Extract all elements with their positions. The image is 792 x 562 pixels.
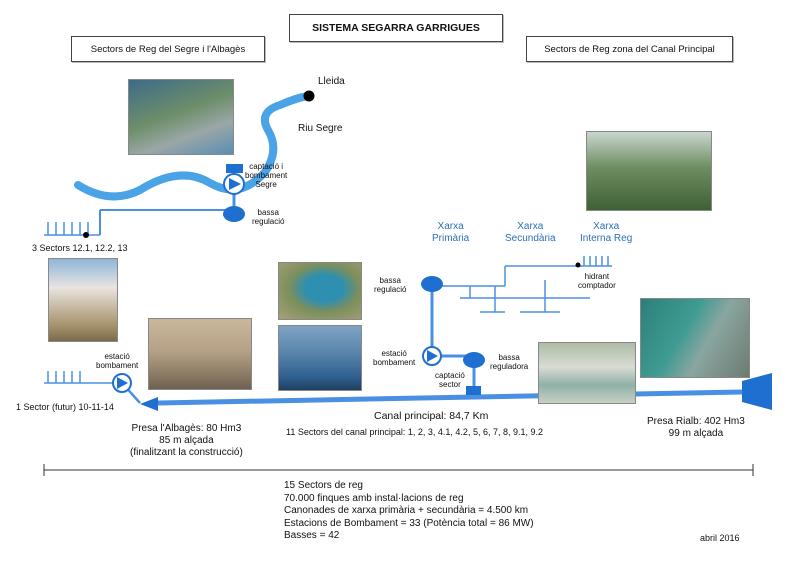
- photo-pumping-station: [128, 79, 234, 155]
- bassa-regulacio-mid-label: bassa regulació: [374, 276, 407, 294]
- reservoir-icon: [421, 276, 443, 292]
- river-segre: [74, 92, 312, 201]
- sector-comb-icon: [47, 222, 89, 235]
- rialb-arrow: [742, 373, 772, 410]
- city-lleida-label: Lleida: [318, 76, 345, 87]
- canal-sectors: 11 Sectors del canal principal: 1, 2, 3,…: [286, 427, 543, 437]
- captacio-segre-label: captació i bombament Segre: [245, 162, 288, 189]
- main-canal: [157, 389, 743, 406]
- captacio-sector-label: captació sector: [435, 371, 465, 389]
- estacio-bombament-left-label: estació bombament: [96, 352, 139, 370]
- presa-albages-label: Presa l'Albagès: 80 Hm3 85 m alçada (fin…: [130, 423, 243, 458]
- photo-canal: [538, 342, 636, 404]
- pump-icon: [223, 173, 245, 195]
- sector-futur-label: 1 Sector (futur) 10-11-14: [16, 402, 114, 412]
- photo-irrigation: [586, 131, 712, 211]
- photo-dam-construction: [148, 318, 252, 390]
- diagram-title: SISTEMA SEGARRA GARRIGUES: [289, 14, 503, 42]
- reservoir-icon: [223, 206, 245, 222]
- summary-block: 15 Sectors de reg 70.000 finques amb ins…: [284, 480, 534, 543]
- header-right: Sectors de Reg zona del Canal Principal: [526, 36, 733, 62]
- albages-arrow: [140, 397, 158, 411]
- summary-line: Basses = 42: [284, 530, 340, 541]
- photo-rialb-dam: [640, 298, 750, 378]
- xarxa-secundaria-label: Xarxa Secundària: [505, 221, 556, 244]
- pump-icon: [422, 346, 442, 366]
- photo-pump-hall: [278, 325, 362, 391]
- bassa-regulacio-segre-label: bassa regulació: [252, 208, 285, 226]
- xarxa-interna-label: Xarxa Interna Reg: [580, 221, 633, 244]
- river-segre-label: Riu Segre: [298, 123, 343, 134]
- bassa-reguladora-label: bassa reguladora: [490, 353, 529, 371]
- summary-line: Estacions de Bombament = 33 (Potència to…: [284, 517, 534, 529]
- city-marker-icon: [303, 90, 315, 102]
- summary-line: Canonades de xarxa primària + secundària…: [284, 505, 529, 516]
- estacio-bombament-mid-label: estació bombament: [373, 349, 416, 367]
- photo-reservoir: [278, 262, 362, 320]
- reservoir-icon: [463, 352, 485, 368]
- xarxa-primaria-label: Xarxa Primària: [432, 221, 470, 244]
- photo-almond-orchard: [48, 258, 118, 342]
- presa-rialb-label: Presa Rialb: 402 Hm3 99 m alçada: [647, 416, 745, 439]
- canal-title: Canal principal: 84,7 Km: [374, 410, 489, 422]
- date-label: abril 2016: [700, 533, 740, 543]
- sectors-segre-label: 3 Sectors 12.1, 12.2, 13: [32, 243, 128, 253]
- header-left: Sectors de Reg del Segre i l'Albagès: [71, 36, 265, 62]
- summary-line: 15 Sectors de reg: [284, 480, 363, 491]
- summary-line: 70.000 finques amb instal·lacions de reg: [284, 492, 464, 504]
- pump-icon: [112, 373, 132, 393]
- hidrant-label: hidrant comptador: [578, 272, 616, 290]
